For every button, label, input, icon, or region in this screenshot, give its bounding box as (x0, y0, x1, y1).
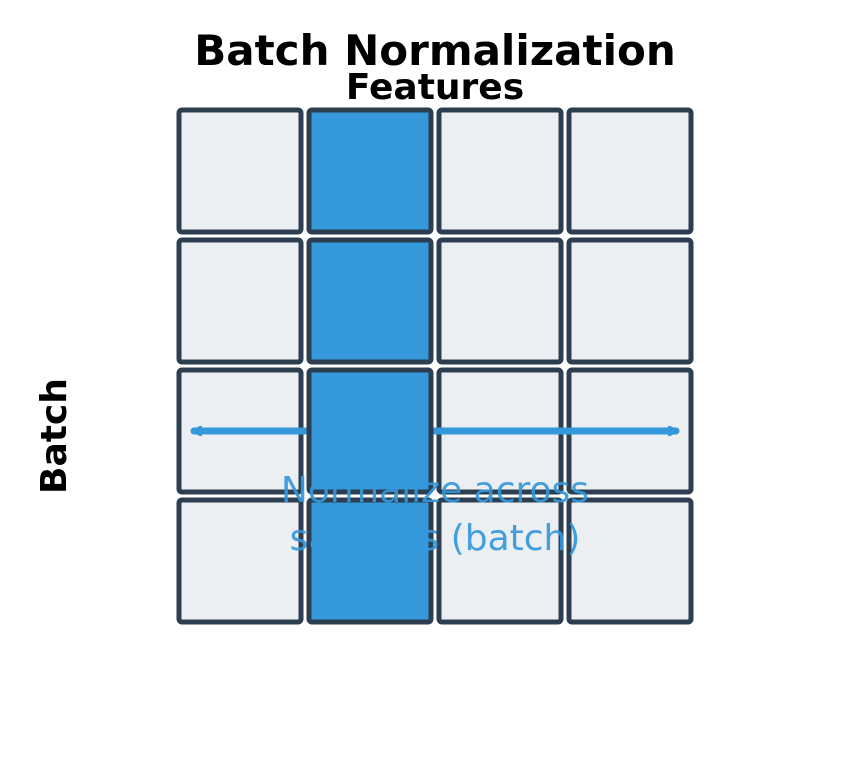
highlighted-cell-r4-c2 (306, 497, 434, 625)
grid-cell-r1-c4 (566, 107, 694, 235)
highlighted-cell-r3-c2 (306, 367, 434, 495)
grid-cell-r1-c1 (176, 107, 304, 235)
grid-cell-r2-c1 (176, 237, 304, 365)
grid-cell-r2-c3 (436, 237, 564, 365)
features-axis-label: Features (346, 67, 524, 108)
feature-batch-grid (176, 107, 694, 625)
highlighted-cell-r1-c2 (306, 107, 434, 235)
batch-axis-label: Batch (34, 378, 75, 494)
diagram-title: Batch Normalization (194, 26, 675, 75)
grid-cell-r4-c1 (176, 497, 304, 625)
grid-cell-r2-c4 (566, 237, 694, 365)
highlighted-cell-r2-c2 (306, 237, 434, 365)
grid-cell-r4-c3 (436, 497, 564, 625)
highlighted-feature-column (306, 107, 434, 625)
normalization-annotation-line-2: samples (batch) (290, 518, 581, 559)
grid-cell-r4-c4 (566, 497, 694, 625)
normalization-annotation-line-1: Normalize across (281, 470, 589, 511)
grid-cell-r1-c3 (436, 107, 564, 235)
